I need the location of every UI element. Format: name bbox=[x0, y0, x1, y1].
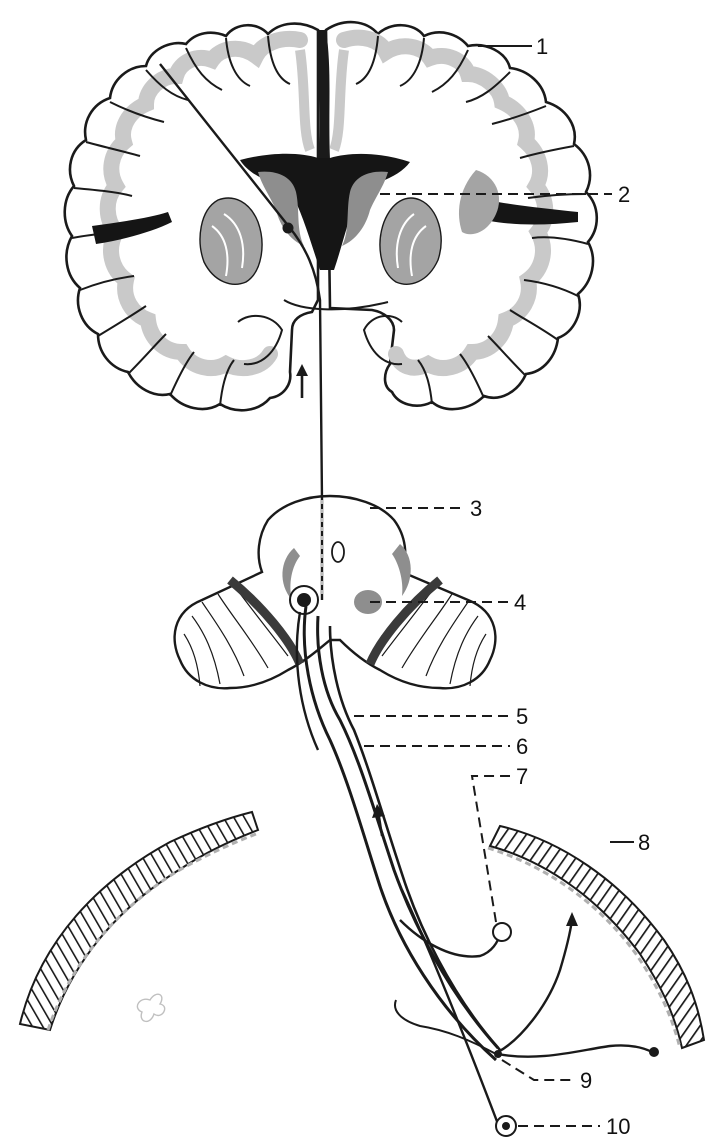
neuron-9 bbox=[494, 1050, 502, 1058]
cerebellum-cortex bbox=[20, 812, 704, 1048]
fiber-bundle-5b bbox=[330, 626, 500, 1050]
thalamic-relay bbox=[283, 223, 293, 233]
label-8: 8 bbox=[638, 830, 650, 855]
label-10: 10 bbox=[606, 1114, 630, 1139]
label-1: 1 bbox=[536, 34, 548, 59]
label-5: 5 bbox=[516, 704, 528, 729]
leader-9 bbox=[502, 1060, 574, 1080]
branch-right bbox=[498, 1045, 652, 1056]
arrowhead-8 bbox=[566, 912, 578, 926]
brainstem-outline bbox=[175, 496, 496, 688]
label-6: 6 bbox=[516, 734, 528, 759]
neuron-10-core bbox=[502, 1122, 510, 1130]
cerebellum-right bbox=[490, 826, 704, 1048]
aqueduct bbox=[332, 542, 344, 562]
neuron-7 bbox=[493, 923, 511, 941]
branch-to-8 bbox=[498, 920, 572, 1052]
cerebellum-left bbox=[20, 812, 258, 1030]
label-2: 2 bbox=[618, 182, 630, 207]
lentiform-left bbox=[200, 198, 262, 284]
cerebrum-section bbox=[65, 22, 597, 410]
label-9: 9 bbox=[580, 1068, 592, 1093]
brainstem-section bbox=[175, 496, 496, 688]
longitudinal-fissure bbox=[318, 30, 330, 160]
label-7: 7 bbox=[516, 764, 528, 789]
label-3: 3 bbox=[470, 496, 482, 521]
lentiform-right bbox=[380, 198, 441, 284]
branch-to-7 bbox=[400, 920, 500, 957]
brainstem-nucleus-core bbox=[297, 593, 311, 607]
neuron-right-end bbox=[649, 1047, 659, 1057]
label-4: 4 bbox=[514, 590, 526, 615]
white-matter-fluff bbox=[137, 994, 164, 1021]
